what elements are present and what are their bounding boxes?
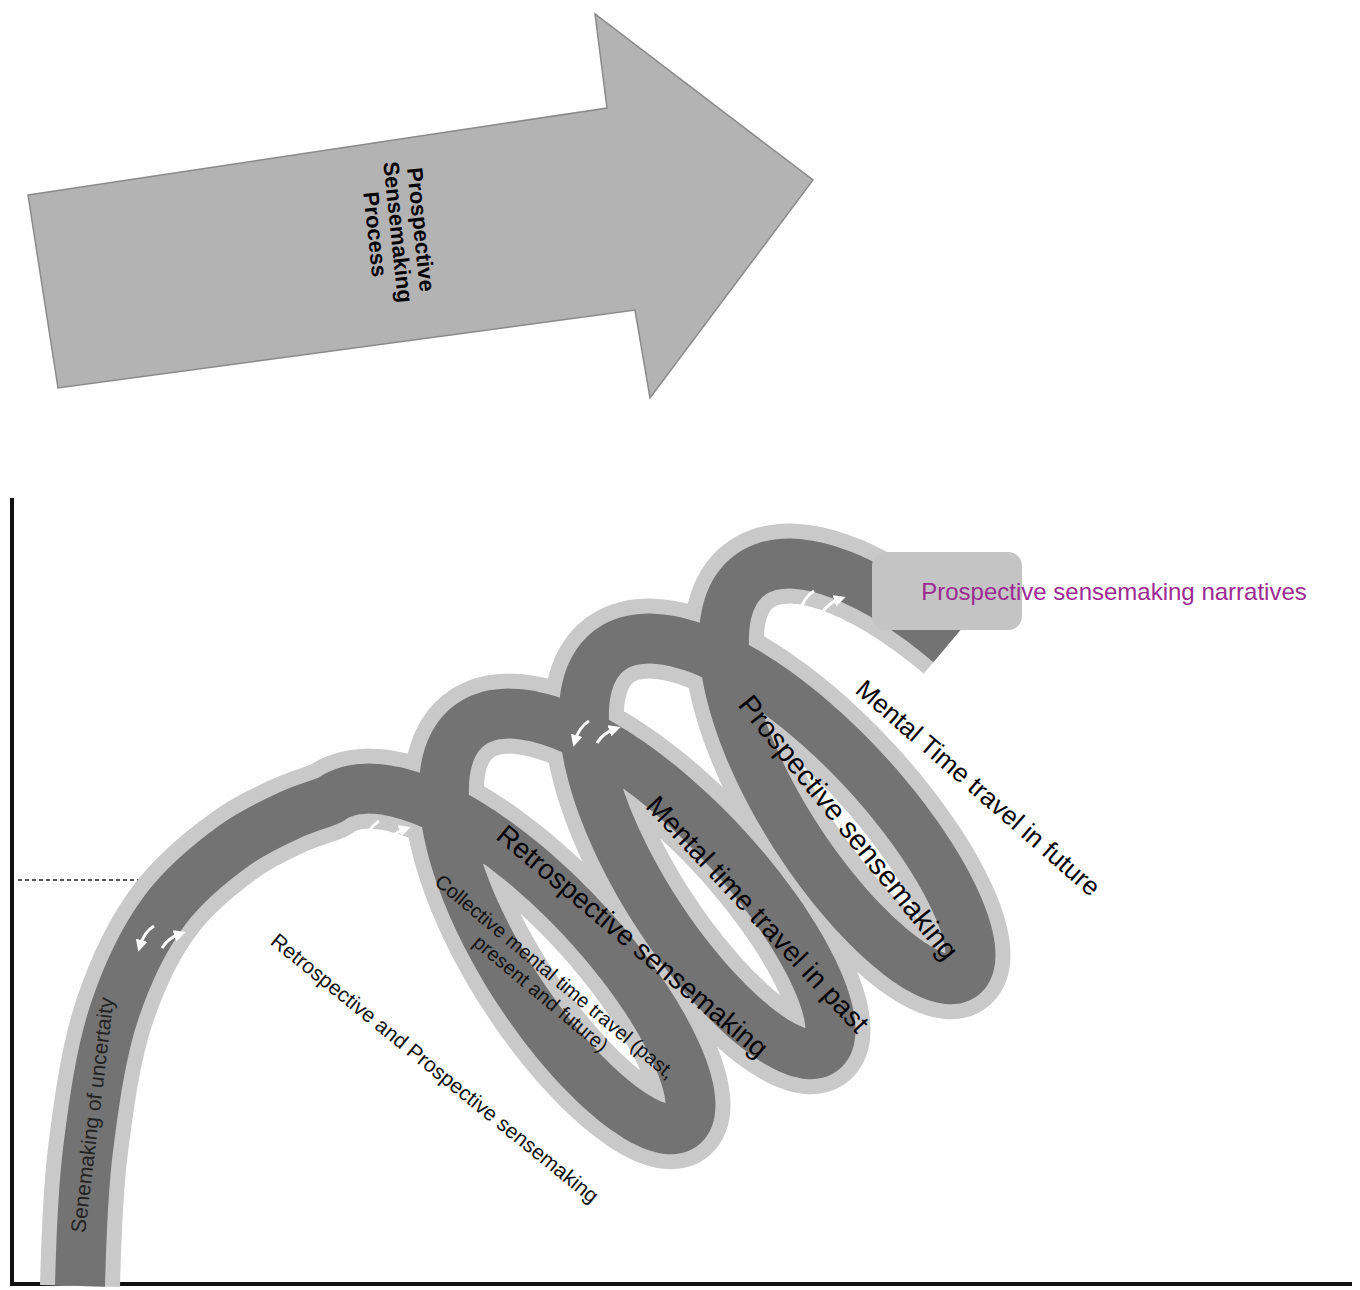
narrative-label: Prospective sensemaking narratives bbox=[921, 579, 1307, 605]
cycle-arrow bbox=[575, 721, 589, 741]
arrow-shape: Prospective Sensemaking Process bbox=[0, 0, 830, 410]
spiral-coil bbox=[80, 564, 970, 1286]
coil-inner-band bbox=[80, 564, 970, 1286]
x-axis bbox=[10, 1282, 1352, 1286]
cycle-arrow bbox=[140, 926, 154, 946]
y-axis bbox=[10, 498, 14, 1284]
coil-outer-band bbox=[80, 564, 970, 1286]
cycle-arrow bbox=[365, 821, 379, 841]
cycle-arrow bbox=[162, 934, 180, 948]
cycle-arrow bbox=[597, 729, 615, 743]
cycle-arrow bbox=[387, 829, 405, 843]
dashed-marker bbox=[18, 879, 150, 881]
cycle-arrow bbox=[822, 599, 840, 613]
cycle-arrow bbox=[800, 591, 814, 611]
arrow-polygon bbox=[28, 14, 813, 398]
arrow-label: Prospective Sensemaking Process bbox=[356, 154, 441, 310]
